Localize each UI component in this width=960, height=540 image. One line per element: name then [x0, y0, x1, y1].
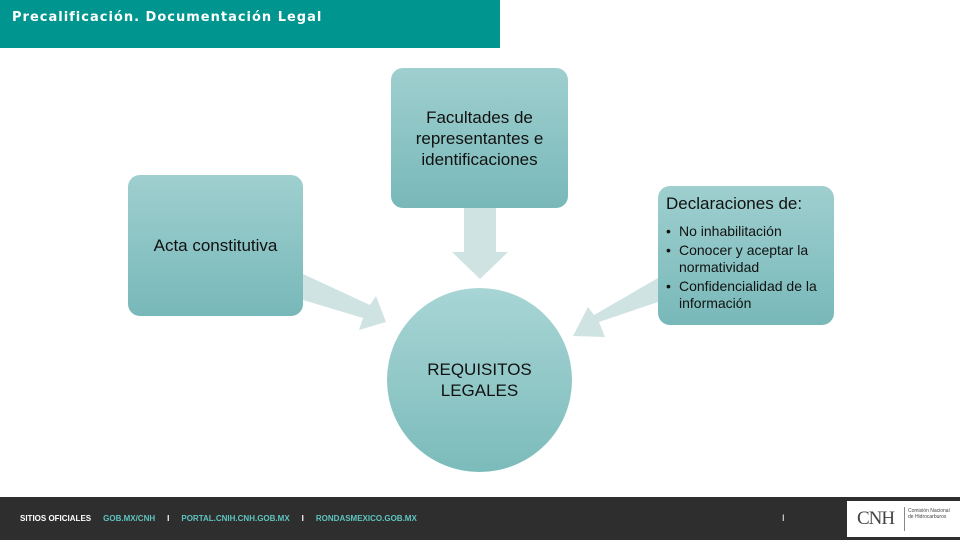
footer-page-marker: I [782, 513, 785, 523]
box-declaraciones: Declaraciones de: No inhabilitación Cono… [658, 186, 834, 325]
footer-separator: I [167, 514, 170, 523]
arrow-top-down [452, 208, 508, 279]
declaraciones-list: No inhabilitación Conocer y aceptar la n… [666, 223, 834, 312]
footer-separator: I [301, 514, 304, 523]
box-acta-constitutiva: Acta constitutiva [128, 175, 303, 316]
cnh-logo: CNH Comisión Nacional de Hidrocarburos [847, 501, 960, 537]
footer-link-portal[interactable]: PORTAL.CNIH.CNH.GOB.MX [181, 514, 290, 523]
declaraciones-heading: Declaraciones de: [666, 194, 803, 213]
box-facultades: Facultades de representantes e identific… [391, 68, 568, 208]
list-item: Confidencialidad de la información [666, 278, 834, 312]
footer-bar: SITIOS OFICIALES GOB.MX/CNH I PORTAL.CNI… [0, 497, 960, 540]
box-acta-label: Acta constitutiva [153, 235, 278, 255]
list-item: No inhabilitación [666, 223, 834, 240]
arrow-right-diagonal [573, 278, 658, 337]
logo-mark: CNH [857, 508, 895, 529]
footer-link-gob[interactable]: GOB.MX/CNH [103, 514, 156, 523]
page-title: Precalificación. Documentación Legal [12, 10, 323, 25]
circle-label: REQUISITOS LEGALES [427, 360, 532, 400]
footer-link-rondas[interactable]: RONDASMEXICO.GOB.MX [315, 514, 417, 523]
footer-label: SITIOS OFICIALES [20, 514, 92, 523]
list-item: Conocer y aceptar la normatividad [666, 242, 834, 276]
logo-text: Comisión Nacional de Hidrocarburos [908, 508, 950, 520]
title-bar: Precalificación. Documentación Legal [0, 0, 500, 48]
arrow-left-diagonal [303, 274, 386, 330]
requisitos-legales-circle: REQUISITOS LEGALES [387, 288, 572, 472]
box-facultades-label: Facultades de representantes e identific… [415, 107, 544, 169]
logo-divider [904, 507, 905, 531]
footer-links: SITIOS OFICIALES GOB.MX/CNH I PORTAL.CNI… [20, 514, 417, 523]
